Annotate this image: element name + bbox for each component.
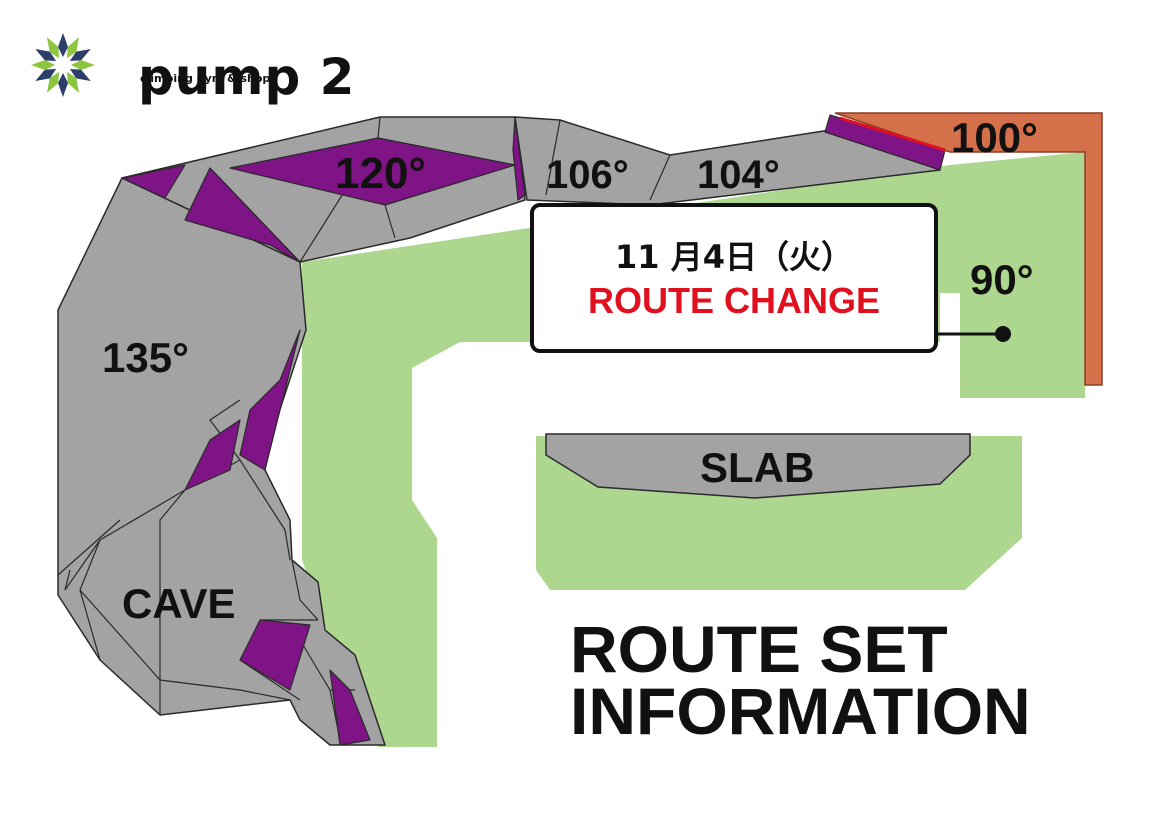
wall-label-135: 135° <box>102 334 189 381</box>
logo-ray <box>69 49 91 61</box>
logo-ray <box>47 37 59 59</box>
starburst-logo-icon <box>31 33 95 97</box>
logo-ray <box>69 69 91 81</box>
logo-ray <box>35 69 57 81</box>
changed-wall-panels <box>121 114 946 746</box>
logo-ray <box>67 37 79 59</box>
wall-label-104: 104° <box>697 153 780 197</box>
route-change-notice: 11 月4日（火） ROUTE CHANGE <box>530 203 938 353</box>
wall-label-cave: CAVE <box>122 580 236 627</box>
logo-ray <box>47 71 59 93</box>
wall-100-section <box>834 112 1103 386</box>
logo-ray <box>58 73 68 97</box>
wall-label-120: 120° <box>335 149 426 198</box>
brand-logo: pump 2 <box>28 30 368 106</box>
logo-ray <box>58 33 68 57</box>
wall-label-slab: SLAB <box>700 444 814 491</box>
logo-ray <box>71 60 95 70</box>
slab-wall <box>545 433 971 499</box>
wall-label-106: 106° <box>546 153 629 197</box>
brand-name: pump 2 <box>138 48 356 106</box>
notice-date: 11 月4日（火） <box>615 238 853 276</box>
logo-ray <box>67 71 79 93</box>
notice-title: ROUTE CHANGE <box>587 280 880 321</box>
route-set-title-line-2: INFORMATION <box>570 674 1031 748</box>
brand-tagline: climbing gym & shop <box>140 72 271 85</box>
wall-100-red-edge <box>839 116 946 152</box>
logo-ray <box>31 60 55 70</box>
wall-label-100: 100° <box>951 114 1038 161</box>
wall-label-90: 90° <box>970 256 1034 303</box>
notice-leader-dot <box>995 326 1011 342</box>
logo-ray <box>35 49 57 61</box>
route-set-title-line-1: ROUTE SET <box>570 612 948 686</box>
route-set-title: ROUTE SET INFORMATION <box>570 612 1130 748</box>
